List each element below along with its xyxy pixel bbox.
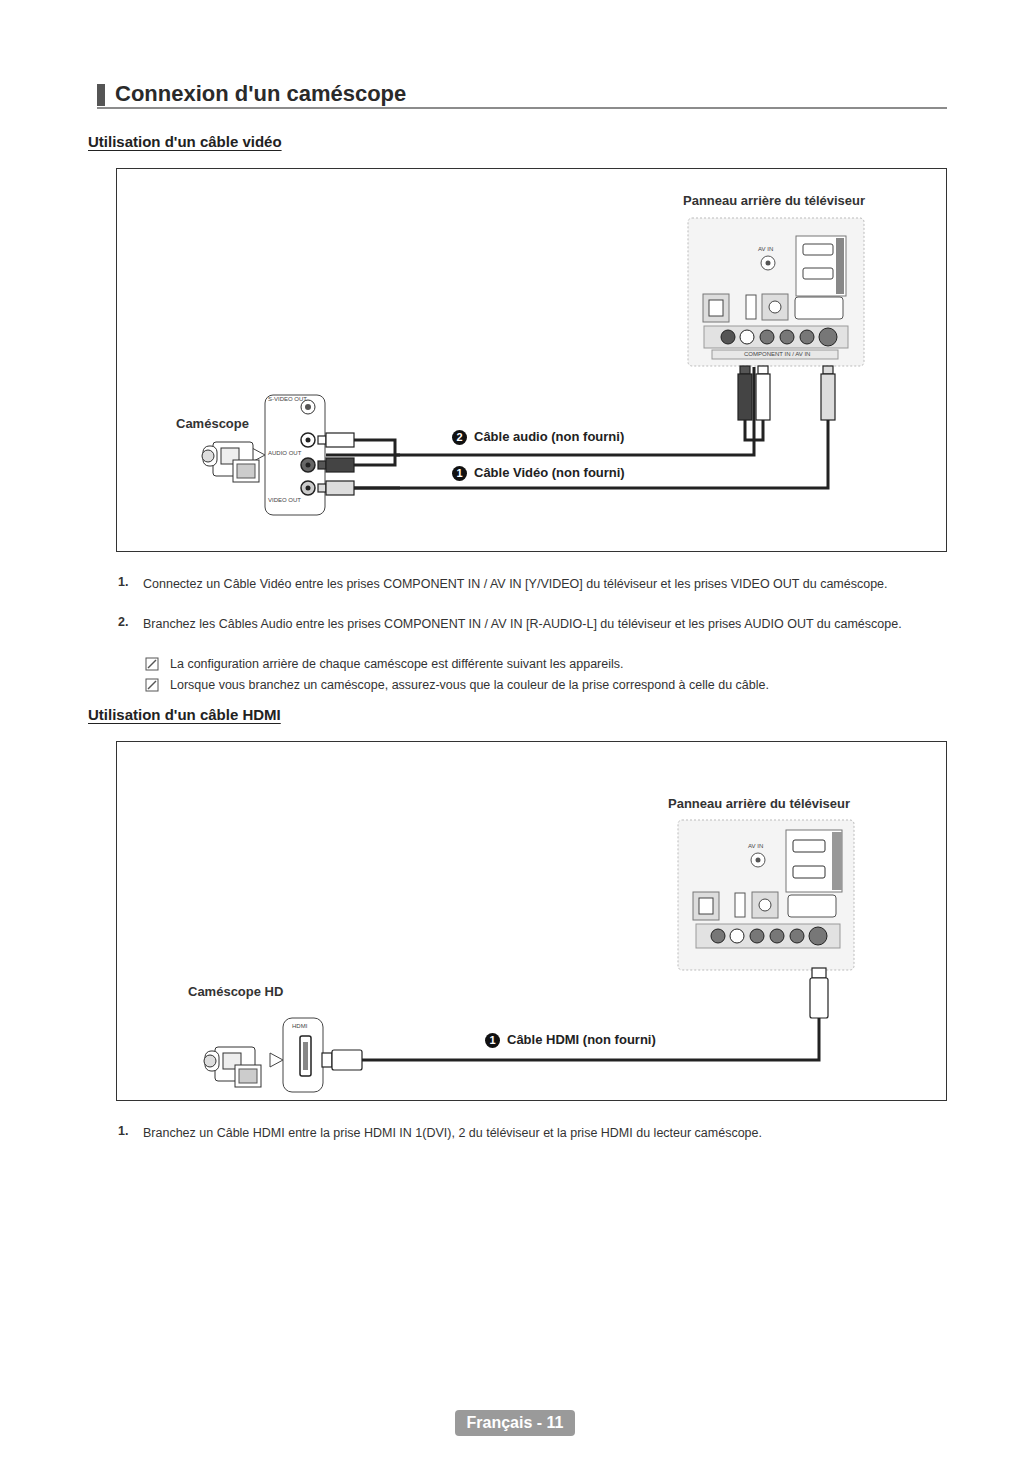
callout-number: 2 xyxy=(452,430,467,445)
note-text: La configuration arrière de chaque camés… xyxy=(170,655,940,674)
step-text: Branchez un Câble HDMI entre la prise HD… xyxy=(143,1124,943,1143)
step-number: 1. xyxy=(118,575,128,589)
camcorder: Caméscope HD xyxy=(188,984,324,1093)
cable-plug xyxy=(318,366,835,1070)
cable-label: Câble HDMI (non fourni) xyxy=(505,1032,658,1047)
diagram-frame xyxy=(117,742,947,1101)
jack-label: S-VIDEO OUT xyxy=(268,396,307,402)
callout-number: 1 xyxy=(485,1033,500,1048)
camcorder-icon xyxy=(202,442,259,482)
page-footer: Français - 11 xyxy=(455,1410,575,1436)
page-title: Connexion d'un caméscope xyxy=(115,81,406,107)
camcorder-jack-panel xyxy=(252,395,325,515)
cable xyxy=(326,367,828,488)
cable-label: Câble Vidéo (non fourni) xyxy=(472,465,627,480)
node-title: Caméscope HD xyxy=(188,984,324,999)
jack-label: AV IN xyxy=(758,246,773,252)
callout-number: 1 xyxy=(452,466,467,481)
camcorder-icon xyxy=(204,1047,261,1087)
jack-label: VIDEO OUT xyxy=(268,497,301,503)
step-text: Branchez les Câbles Audio entre les pris… xyxy=(143,615,943,634)
step-text: Connectez un Câble Vidéo entre les prise… xyxy=(143,575,943,594)
tv-panel xyxy=(678,820,854,970)
title-marker xyxy=(97,84,105,106)
tv-panel xyxy=(688,218,864,366)
camcorder: Caméscope xyxy=(176,394,326,516)
step-number: 2. xyxy=(118,615,128,629)
jack-label: AUDIO OUT xyxy=(268,450,301,456)
cable xyxy=(324,971,819,1060)
step-number: 1. xyxy=(118,1124,128,1138)
node-title: Panneau arrière du téléviseur xyxy=(683,193,869,208)
cable-label: Câble audio (non fourni) xyxy=(472,429,626,444)
node-title: Panneau arrière du téléviseur xyxy=(668,796,855,811)
tv-rear-panel: Panneau arrière du téléviseur xyxy=(683,193,869,367)
jack-label: AV IN xyxy=(748,843,763,849)
cable xyxy=(326,367,754,455)
title-rule xyxy=(97,107,947,109)
section-heading: Utilisation d'un câble HDMI xyxy=(88,706,281,723)
jack-label: COMPONENT IN / AV IN xyxy=(744,351,810,357)
node-title: Caméscope xyxy=(176,416,326,431)
jack-label: HDMI xyxy=(292,1023,307,1029)
camcorder-jack-panel xyxy=(270,1018,323,1092)
diagram-frame xyxy=(117,169,947,552)
note-text: Lorsque vous branchez un caméscope, assu… xyxy=(170,676,940,695)
tv-rear-panel: Panneau arrière du téléviseur xyxy=(668,796,855,971)
note-icon xyxy=(146,658,158,691)
section-heading: Utilisation d'un câble vidéo xyxy=(88,133,282,150)
